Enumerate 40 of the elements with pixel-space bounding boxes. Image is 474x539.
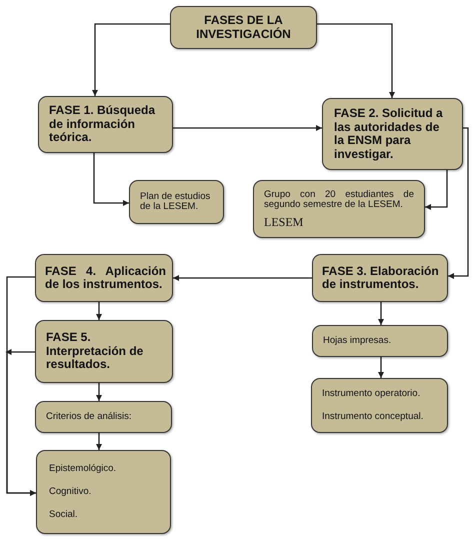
process-box — [253, 180, 425, 238]
arrow — [96, 383, 102, 401]
arrow — [96, 302, 102, 320]
box-text: Social. — [49, 510, 79, 520]
arrow — [378, 357, 384, 378]
phase-text: FASE 4. Aplicación de los instrumentos. — [45, 264, 166, 292]
process-box — [38, 96, 173, 153]
arrow — [93, 153, 129, 206]
phase-text: FASE 3. Elaboración de instrumentos. — [322, 264, 440, 292]
process-box — [35, 401, 172, 433]
box-text: Instrumento conceptual. — [322, 412, 424, 422]
arrow — [92, 23, 170, 96]
phase-text: FASE 1. Búsqueda de información teórica. — [49, 104, 156, 145]
arrow — [378, 302, 384, 325]
box-text: LESEM — [264, 214, 304, 228]
process-box — [35, 320, 173, 383]
process-box — [129, 180, 224, 224]
arrow — [96, 433, 102, 450]
box-text: Plan de estudios de la LESEM. — [140, 192, 212, 212]
arrow — [448, 127, 469, 279]
box-text: Grupo con 20 estudiantes de segundo semestre de la LESEM. — [264, 190, 414, 210]
process-box — [312, 254, 448, 302]
arrow — [317, 23, 395, 98]
box-text: Instrumento operatorio. — [322, 388, 422, 399]
title-box — [170, 6, 317, 49]
box-text: Epistemológico. — [49, 464, 118, 474]
arrow — [173, 125, 322, 131]
box-text: Cognitivo. — [49, 486, 92, 498]
phase-text: FASE 5. Interpretación de resultados. — [46, 331, 144, 372]
title-text: FASES DE LA INVESTIGACIÓN — [195, 14, 292, 41]
process-box — [36, 450, 171, 534]
process-box — [35, 254, 173, 302]
phase-text: FASE 2. Solicitud a las autoridades de la ENSM para investigar. — [334, 107, 444, 161]
process-box — [322, 98, 463, 170]
process-box — [311, 378, 448, 433]
process-box — [312, 325, 448, 357]
arrow — [425, 170, 448, 210]
box-text: Hojas impresas. — [323, 336, 392, 346]
box-text: Criterios de análisis: — [46, 412, 133, 422]
arrow — [173, 275, 312, 281]
